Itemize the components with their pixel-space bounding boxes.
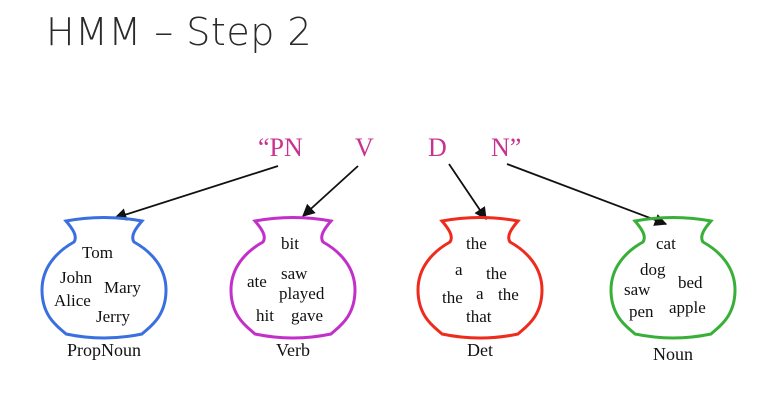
jar-det: the a the the a the that Det [416,216,544,360]
jar-word: the [486,264,507,283]
tag-sequence: “PN V D N” [258,133,521,162]
jar-word: ate [247,272,267,291]
jar-word: pen [629,302,654,321]
tag-d: D [428,133,447,162]
jar-propnoun: Tom John Mary Alice Jerry PropNoun [40,216,168,360]
jar-word: saw [281,264,308,283]
jar-word: John [60,268,93,287]
jar-verb: bit ate saw played hit gave Verb [229,216,357,360]
jar-word: that [466,307,492,326]
jar-word: bed [678,273,703,292]
tag-pn: “PN [258,133,303,162]
jar-word: played [279,284,325,303]
jar-label: PropNoun [67,340,141,360]
jar-outline [40,216,168,340]
jar-label: Det [467,340,493,360]
jar-word: the [466,234,487,253]
jar-outline [229,216,357,340]
arrow-n-to-noun [506,163,668,226]
arrow-pn-to-propnoun [113,165,279,221]
jar-word: dog [640,260,666,279]
jar-word: Jerry [96,307,130,326]
tag-v: V [355,133,374,162]
jar-label: Noun [653,344,693,364]
jar-word: saw [624,280,651,299]
jar-outline [609,216,737,340]
jar-label: Verb [276,340,310,360]
jar-word: a [455,260,463,279]
jar-word: hit [256,306,274,325]
jar-word: Alice [54,291,91,310]
emission-arrows [113,163,668,226]
jar-word: the [442,288,463,307]
slide-title: HMM – Step 2 [46,10,313,54]
jar-word: bit [281,234,299,253]
jar-word: a [476,284,484,303]
jar-word: the [498,285,519,304]
jar-outline [416,216,544,340]
arrow-v-to-verb [302,165,359,217]
jar-word: apple [669,298,706,317]
jar-word: Tom [82,243,113,262]
jar-word: gave [291,306,323,325]
jar-noun: cat dog bed saw pen apple Noun [609,216,737,364]
tag-n: N” [491,133,521,162]
jar-word: cat [656,234,676,253]
arrow-d-to-det [448,163,487,221]
jar-word: Mary [104,278,141,297]
